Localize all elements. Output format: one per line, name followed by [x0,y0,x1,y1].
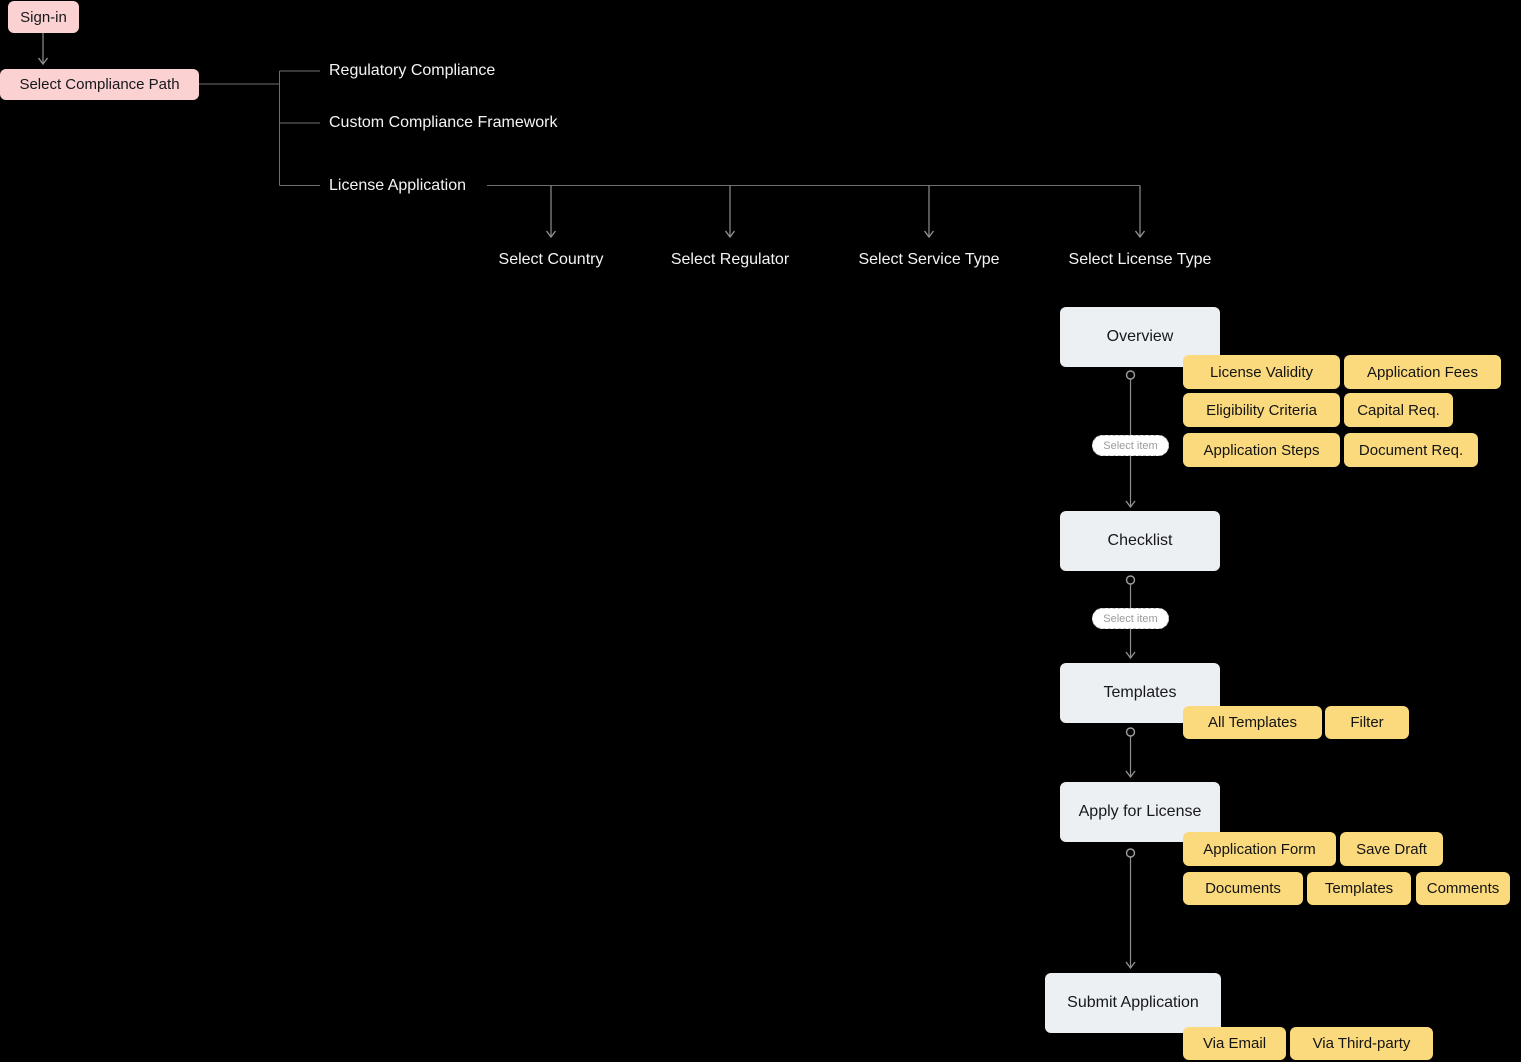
selector-label-license-type: Select License Type [1068,251,1212,268]
feature-chip-via-third-party[interactable]: Via Third-party [1290,1027,1433,1060]
signin-node[interactable]: Sign-in [8,1,79,33]
feature-chip-all-templates[interactable]: All Templates [1183,706,1322,739]
feature-chip-templates[interactable]: Templates [1307,872,1411,905]
feature-chip-capital-req[interactable]: Capital Req. [1344,393,1453,427]
feature-chip-via-email[interactable]: Via Email [1183,1027,1286,1060]
compliance-path-node[interactable]: Select Compliance Path [0,69,199,100]
stage-submit-application[interactable]: Submit Application [1045,973,1221,1033]
feature-chip-document-req[interactable]: Document Req. [1344,433,1478,467]
feature-chip-filter[interactable]: Filter [1325,706,1409,739]
stage-checklist[interactable]: Checklist [1060,511,1220,571]
feature-chip-eligibility-criteria[interactable]: Eligibility Criteria [1183,393,1340,427]
branch-label-regulatory-compliance: Regulatory Compliance [329,62,496,79]
feature-chip-save-draft[interactable]: Save Draft [1340,832,1443,866]
select-item-pill-overview-checklist[interactable]: Select item [1092,435,1169,456]
feature-chip-comments[interactable]: Comments [1416,872,1510,905]
feature-chip-application-fees[interactable]: Application Fees [1344,355,1501,389]
selector-label-country: Select Country [498,251,604,268]
feature-chip-application-form[interactable]: Application Form [1183,832,1336,866]
selector-label-service-type: Select Service Type [858,251,1000,268]
branch-label-license-application: License Application [329,177,466,194]
feature-chip-license-validity[interactable]: License Validity [1183,355,1340,389]
connector-handles[interactable] [1125,370,1136,858]
select-item-pill-checklist-templates[interactable]: Select item [1092,608,1169,629]
feature-chip-application-steps[interactable]: Application Steps [1183,433,1340,467]
stage-overview[interactable]: Overview [1060,307,1220,367]
selector-label-regulator: Select Regulator [670,251,790,268]
edge-selector-drops [545,185,1146,239]
branch-label-custom-compliance-framework: Custom Compliance Framework [329,114,558,131]
feature-chip-documents[interactable]: Documents [1183,872,1303,905]
edge-compliance-path-bracket [199,70,320,186]
